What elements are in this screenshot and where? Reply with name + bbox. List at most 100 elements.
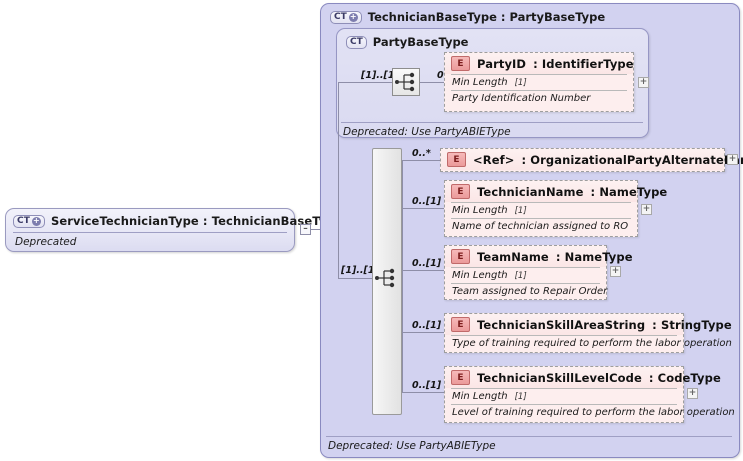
connector-to-party-id (420, 82, 444, 83)
divider (451, 218, 631, 219)
element-facet-row: Min Length [1] (445, 268, 606, 283)
cardinality-ref: 0..* (412, 148, 431, 159)
element-type: : CodeType (648, 370, 721, 385)
element-facet-row: Min Length [1] (445, 389, 683, 404)
element-header: E <Ref> : OrganizationalPartyAlternatePa… (441, 149, 743, 170)
expand-toggle-team-name[interactable]: + (610, 266, 621, 277)
element-name: TechnicianSkillLevelCode (477, 370, 642, 385)
cardinality-team-name: 0..[1] (412, 258, 442, 269)
divider (451, 267, 600, 268)
complex-type-badge[interactable]: CT (346, 35, 367, 49)
outer-panel-footer: Deprecated: Use PartyABIEType (328, 440, 496, 452)
root-type-name: ServiceTechnicianType : TechnicianBaseTy… (50, 214, 343, 228)
facet-occurrence: [1] (514, 391, 527, 402)
sequence-compositor-main[interactable] (372, 148, 402, 415)
sequence-compositor-icon-wrap (374, 265, 400, 291)
element-technician-name[interactable]: E TechnicianName : NameType Min Length [… (444, 180, 667, 237)
element-documentation: Level of training required to perform th… (452, 407, 735, 418)
root-type-node[interactable]: CT + ServiceTechnicianType : TechnicianB… (5, 208, 343, 252)
facet-label: Min Length (452, 205, 508, 216)
collapse-toggle-root[interactable]: – (300, 224, 311, 235)
connector-branch-trunk (402, 160, 403, 392)
divider (451, 202, 631, 203)
inner-panel-title: PartyBaseType (372, 35, 469, 49)
divider (341, 122, 643, 123)
facet-occurrence: [1] (514, 205, 527, 216)
complex-type-expandable-badge[interactable]: CT + (330, 10, 362, 24)
element-badge: E (447, 152, 466, 167)
element-technician-skill-area-string[interactable]: E TechnicianSkillAreaString : StringType… (444, 313, 732, 353)
element-header: E TeamName : NameType (445, 246, 633, 267)
expand-toggle-skill-level[interactable]: + (687, 388, 698, 399)
divider (13, 232, 287, 233)
complex-type-expandable-badge[interactable]: CT + (13, 214, 45, 228)
element-documentation: Team assigned to Repair Order (452, 286, 608, 297)
facet-occurrence: [1] (514, 270, 527, 281)
inner-panel-footer: Deprecated: Use PartyABIEType (343, 126, 511, 138)
element-header: E TechnicianSkillAreaString : StringType (445, 314, 732, 335)
root-type-title-row: CT + ServiceTechnicianType : TechnicianB… (6, 209, 343, 232)
expand-toggle-technician-name[interactable]: + (641, 204, 652, 215)
connector-to-main-sequence (338, 278, 376, 279)
cardinality-skill-area: 0..[1] (412, 320, 442, 331)
element-type: : OrganizationalPartyAlternatePartyId (521, 152, 743, 167)
facet-label: Min Length (452, 77, 508, 88)
connector-to-skill-level (402, 392, 444, 393)
plus-icon[interactable]: + (31, 215, 41, 226)
element-badge: E (451, 56, 470, 71)
element-name: TeamName (477, 249, 549, 264)
facet-label: Min Length (452, 391, 508, 402)
cardinality-main-sequence: [1]..[1] (341, 265, 379, 276)
element-documentation: Party Identification Number (452, 93, 591, 104)
element-team-name[interactable]: E TeamName : NameType Min Length [1] Tea… (444, 245, 633, 300)
divider (451, 388, 677, 389)
expand-toggle-ref[interactable]: + (727, 154, 738, 165)
ct-badge-label: CT (350, 36, 363, 47)
element-type: : IdentifierType (533, 56, 634, 71)
root-type-annotation: Deprecated (15, 236, 77, 248)
element-badge: E (451, 370, 470, 385)
connector-to-ref (402, 160, 440, 161)
element-documentation: Name of technician assigned to RO (452, 221, 629, 232)
expand-toggle-party-id[interactable]: + (638, 77, 649, 88)
element-type: : NameType (590, 184, 668, 199)
element-party-id[interactable]: E PartyID : IdentifierType Min Length [1… (444, 52, 634, 112)
element-header: E PartyID : IdentifierType (445, 53, 634, 74)
facet-label: Min Length (452, 270, 508, 281)
divider (326, 436, 732, 437)
divider (451, 283, 600, 284)
cardinality-skill-level: 0..[1] (412, 380, 442, 391)
element-name: TechnicianName (477, 184, 584, 199)
divider (451, 74, 627, 75)
element-documentation: Type of training required to perform the… (452, 338, 732, 349)
connector-to-technician-name (402, 208, 444, 209)
ct-badge-label: CT (334, 11, 347, 22)
connector-trunk (338, 82, 339, 279)
element-badge: E (451, 317, 470, 332)
facet-occurrence: [1] (514, 77, 527, 88)
outer-panel-title: TechnicianBaseType : PartyBaseType (367, 10, 606, 24)
outer-panel-title-row: CT + TechnicianBaseType : PartyBaseType (322, 5, 605, 24)
element-facet-row: Min Length [1] (445, 203, 637, 218)
element-badge: E (451, 184, 470, 199)
element-name: PartyID (477, 56, 527, 71)
cardinality-technician-name: 0..[1] (412, 196, 442, 207)
divider (451, 404, 677, 405)
element-ref[interactable]: E <Ref> : OrganizationalPartyAlternatePa… (440, 148, 743, 172)
element-type: : StringType (652, 317, 732, 332)
element-name: TechnicianSkillAreaString (477, 317, 646, 332)
cardinality-inner-sequence: [1]..[1] (361, 70, 399, 81)
plus-icon[interactable]: + (348, 11, 358, 22)
divider (451, 90, 627, 91)
element-header: E TechnicianName : NameType (445, 181, 667, 202)
sequence-compositor-icon (375, 268, 395, 288)
inner-panel-title-row: CT PartyBaseType (338, 30, 468, 49)
element-technician-skill-level-code[interactable]: E TechnicianSkillLevelCode : CodeType Mi… (444, 366, 735, 423)
connector-to-inner-sequence (338, 82, 392, 83)
divider (451, 335, 677, 336)
element-badge: E (451, 249, 470, 264)
sequence-compositor-icon (395, 72, 415, 92)
element-facet-row: Min Length [1] (445, 75, 633, 90)
element-name: <Ref> (473, 152, 515, 167)
sequence-compositor-inner[interactable] (392, 68, 420, 96)
